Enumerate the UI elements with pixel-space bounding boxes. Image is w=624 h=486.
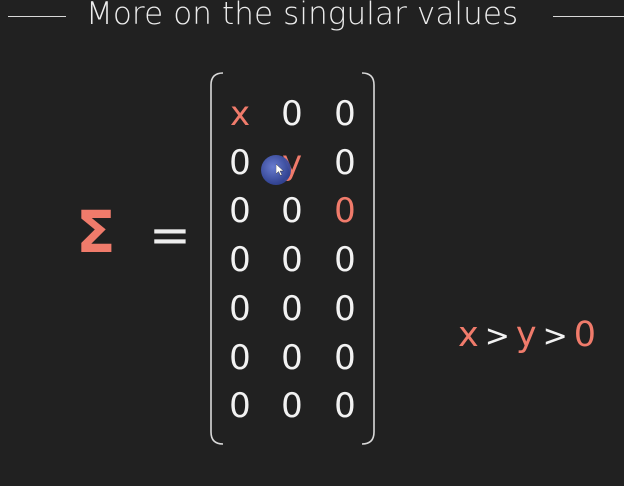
equals-sign: = xyxy=(149,206,191,264)
matrix-cell-r1-c2: 0 xyxy=(281,94,303,134)
matrix-cell-r2-c1: 0 xyxy=(229,142,251,183)
matrix-cell-r6-c3: 0 xyxy=(334,337,356,378)
title-rule-right xyxy=(553,16,624,17)
inequality-gt-1: > xyxy=(484,319,510,354)
matrix-cell-r6-c1: 0 xyxy=(229,337,251,378)
inequality-gt-2: > xyxy=(542,319,568,354)
matrix-cell-r2-c3: 0 xyxy=(334,142,356,183)
inequality-x: x xyxy=(458,315,479,355)
matrix-cell-r1-c3: 0 xyxy=(334,94,356,134)
matrix-cell-r5-c2: 0 xyxy=(281,288,303,329)
matrix-cell-r3-c1: 0 xyxy=(229,191,251,232)
matrix-cell-r3-c2: 0 xyxy=(281,191,303,232)
matrix-cell-r4-c1: 0 xyxy=(229,240,251,281)
matrix-cell-r3-c3: 0 xyxy=(334,191,356,232)
title-bar: More on the singular values xyxy=(0,0,624,36)
matrix-brackets xyxy=(210,72,375,445)
matrix-cell-r4-c3: 0 xyxy=(334,240,356,281)
title-rule-left xyxy=(8,16,66,17)
matrix-cell-r4-c2: 0 xyxy=(281,240,303,281)
matrix-cell-r6-c2: 0 xyxy=(281,337,303,378)
matrix-cell-r5-c3: 0 xyxy=(334,288,356,329)
matrix-cell-r7-c3: 0 xyxy=(334,386,356,427)
matrix-cell-r7-c2: 0 xyxy=(281,386,303,427)
slide-title: More on the singular values xyxy=(86,0,519,32)
matrix-cell-r5-c1: 0 xyxy=(229,288,251,329)
mouse-pointer-icon xyxy=(276,164,284,176)
inequality-y: y xyxy=(515,315,537,355)
matrix-cell-r7-c1: 0 xyxy=(229,386,251,427)
singular-value-ordering: x>y>0 xyxy=(458,318,596,353)
inequality-zero: 0 xyxy=(573,315,596,355)
sigma-symbol: Σ xyxy=(76,198,116,266)
matrix-cell-r1-c1: x xyxy=(229,94,251,134)
